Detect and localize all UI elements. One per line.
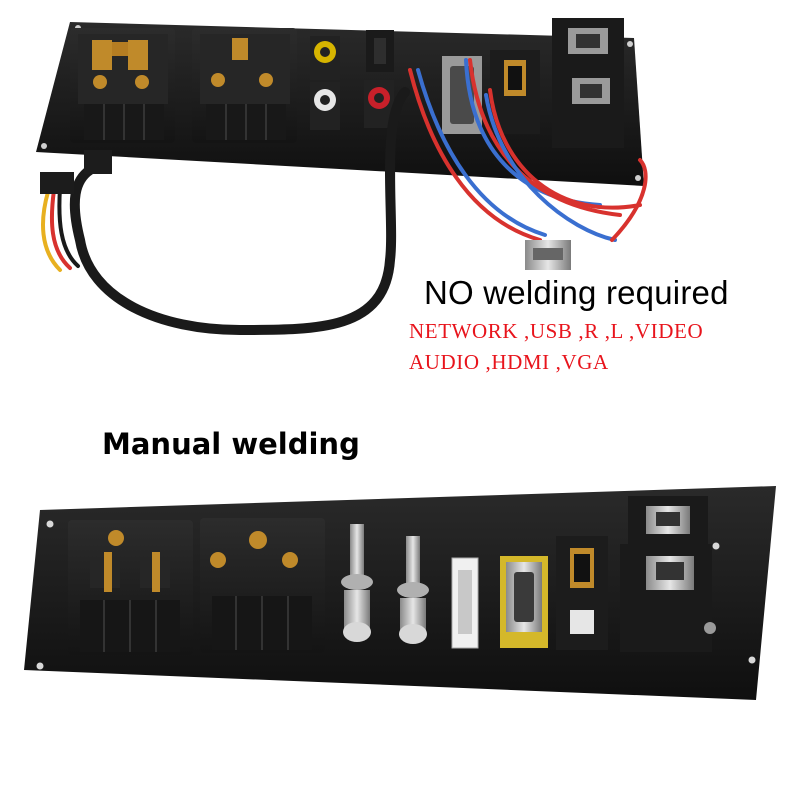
rca-audio-right-jack xyxy=(364,80,394,128)
plate-screw-hole xyxy=(712,542,720,550)
rj45-network-port xyxy=(620,544,716,652)
audio-jack-3-5mm xyxy=(366,30,394,72)
rca-audio-left-jack xyxy=(310,82,340,130)
rj45-network-port xyxy=(552,68,624,148)
usb-solder-port xyxy=(451,557,479,649)
plate-screw-hole xyxy=(41,143,47,149)
plate-screw-hole xyxy=(748,656,756,664)
fan-connector xyxy=(40,150,112,194)
power-socket xyxy=(200,518,325,653)
rca-video-jack xyxy=(310,36,340,80)
no-welding-caption: NO welding required xyxy=(424,274,729,311)
connector-list-line-1: NETWORK ,USB ,R ,L ,VIDEO xyxy=(409,319,704,343)
power-socket xyxy=(192,28,297,143)
rj45-network-port xyxy=(552,18,624,68)
bottom-panel xyxy=(24,486,776,700)
wiring-harness xyxy=(41,58,648,336)
manual-welding-caption: Manual welding xyxy=(102,427,360,461)
rj45-network-port xyxy=(628,496,708,544)
plate-screw-hole xyxy=(627,41,633,47)
hdmi-port xyxy=(556,536,608,650)
power-socket xyxy=(68,520,193,655)
plate-screw-hole xyxy=(46,520,54,528)
top-panel xyxy=(36,18,648,336)
usb-connector xyxy=(525,240,571,270)
vga-solder-port xyxy=(500,556,548,648)
power-socket xyxy=(70,28,175,143)
rca-solder-jack xyxy=(341,524,373,642)
rca-solder-jack xyxy=(397,536,429,644)
connector-list-line-2: AUDIO ,HDMI ,VGA xyxy=(409,350,609,374)
plate-screw-hole xyxy=(36,662,44,670)
plate-screw-hole xyxy=(635,175,641,181)
